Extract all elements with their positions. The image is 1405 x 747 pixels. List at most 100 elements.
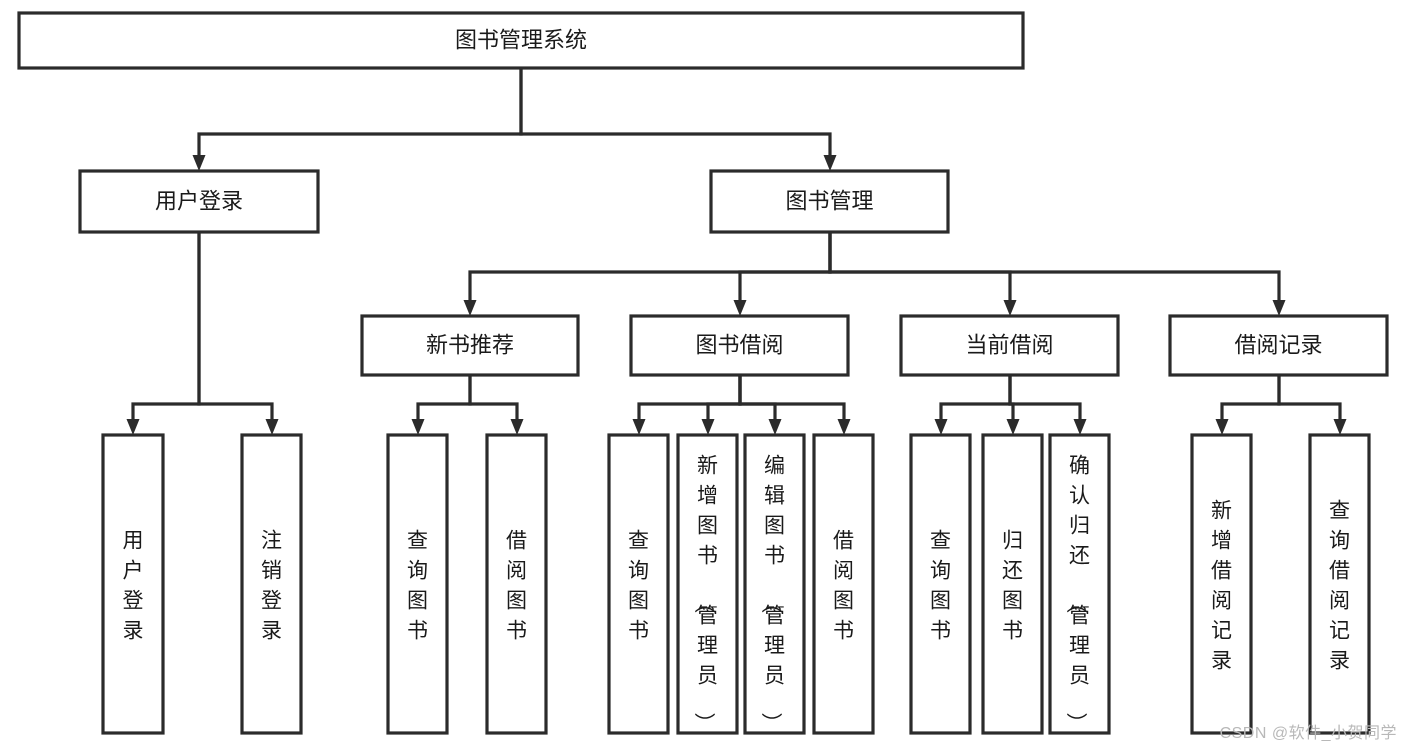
arrow-head-icon <box>1073 419 1087 435</box>
node-box-leaf-confirm-return[interactable] <box>1048 433 1111 735</box>
node-box-leaf-query-book-1[interactable] <box>386 433 449 735</box>
node-label-leaf-query-record: 查询借阅记录 <box>1329 499 1350 672</box>
connector-line <box>828 232 1012 302</box>
node-box-leaf-query-book-3[interactable] <box>909 433 972 735</box>
edge-current-borrow-to-leaf-query-book-3 <box>934 375 1012 435</box>
node-book-borrow[interactable]: 图书借阅 <box>629 314 850 377</box>
node-box-book-manage[interactable] <box>709 169 950 234</box>
node-label-leaf-borrow-book-2: 借阅图书 <box>833 529 854 642</box>
node-leaf-query-book-2[interactable]: 查询图书 <box>607 433 670 735</box>
node-label-leaf-logout: 注销登录 <box>261 529 282 642</box>
arrow-head-icon <box>632 419 646 435</box>
node-box-leaf-logout[interactable] <box>240 433 303 735</box>
node-label-current-borrow: 当前借阅 <box>965 332 1053 357</box>
edge-user-login-to-leaf-user-login <box>126 232 201 435</box>
node-leaf-confirm-return[interactable]: 确认归还（管理员） <box>1048 433 1111 735</box>
node-layer: 图书管理系统用户登录图书管理新书推荐图书借阅当前借阅借阅记录用户登录注销登录查询… <box>17 11 1389 735</box>
edge-book-manage-to-book-borrow <box>733 232 832 316</box>
node-user-login[interactable]: 用户登录 <box>78 169 320 234</box>
node-box-borrow-record[interactable] <box>1168 314 1389 377</box>
node-leaf-add-record[interactable]: 新增借阅记录 <box>1190 433 1253 735</box>
edge-user-login-to-leaf-logout <box>197 232 279 435</box>
node-label-leaf-return-book: 归还图书 <box>1002 529 1023 642</box>
node-box-current-borrow[interactable] <box>899 314 1120 377</box>
node-book-manage[interactable]: 图书管理 <box>709 169 950 234</box>
node-box-book-borrow[interactable] <box>629 314 850 377</box>
node-label-leaf-edit-book: 编辑图书（管理员） <box>759 454 785 733</box>
node-box-root[interactable] <box>17 11 1025 70</box>
node-leaf-add-book[interactable]: 新增图书（管理员） <box>676 433 739 735</box>
node-box-leaf-user-login[interactable] <box>101 433 165 735</box>
node-label-new-book-rec: 新书推荐 <box>426 332 514 357</box>
node-leaf-query-record[interactable]: 查询借阅记录 <box>1308 433 1371 735</box>
connector-line <box>1220 375 1281 421</box>
node-leaf-query-book-1[interactable]: 查询图书 <box>386 433 449 735</box>
arrow-head-icon <box>733 300 747 316</box>
node-leaf-borrow-book-1[interactable]: 借阅图书 <box>485 433 548 735</box>
node-box-leaf-query-record[interactable] <box>1308 433 1371 735</box>
arrow-head-icon <box>768 419 782 435</box>
node-box-leaf-edit-book[interactable] <box>743 433 806 735</box>
node-label-user-login: 用户登录 <box>155 188 243 213</box>
node-box-leaf-borrow-book-1[interactable] <box>485 433 548 735</box>
node-label-borrow-record: 借阅记录 <box>1234 332 1322 357</box>
node-box-leaf-query-book-2[interactable] <box>607 433 670 735</box>
connector-line <box>131 232 201 421</box>
arrow-head-icon <box>265 419 279 435</box>
edge-book-manage-to-new-book-rec <box>463 232 832 316</box>
edge-book-manage-to-borrow-record <box>828 232 1286 316</box>
edge-layer <box>126 68 1347 435</box>
arrow-head-icon <box>1006 419 1020 435</box>
connector-line <box>738 375 777 421</box>
node-leaf-user-login[interactable]: 用户登录 <box>101 433 165 735</box>
edge-book-manage-to-current-borrow <box>828 232 1017 316</box>
arrow-head-icon <box>1215 419 1229 435</box>
connector-line <box>738 232 832 302</box>
connector-line <box>197 232 274 421</box>
node-label-leaf-confirm-return: 确认归还（管理员） <box>1064 454 1090 733</box>
node-box-leaf-borrow-book-2[interactable] <box>812 433 875 735</box>
connector-line <box>738 375 846 421</box>
node-label-leaf-query-book-1: 查询图书 <box>407 529 428 642</box>
node-label-leaf-borrow-book-1: 借阅图书 <box>506 529 527 642</box>
node-label-leaf-query-book-3: 查询图书 <box>930 529 951 642</box>
node-borrow-record[interactable]: 借阅记录 <box>1168 314 1389 377</box>
node-label-leaf-user-login: 用户登录 <box>123 529 144 642</box>
edge-book-borrow-to-leaf-borrow-book-2 <box>738 375 851 435</box>
connector-line <box>197 68 523 157</box>
connector-line <box>828 232 1281 302</box>
node-label-leaf-add-record: 新增借阅记录 <box>1211 499 1232 672</box>
arrow-head-icon <box>1272 300 1286 316</box>
arrow-head-icon <box>823 155 837 171</box>
node-box-user-login[interactable] <box>78 169 320 234</box>
node-label-root: 图书管理系统 <box>455 27 587 52</box>
connector-line <box>1008 375 1082 421</box>
node-box-new-book-rec[interactable] <box>360 314 580 377</box>
node-leaf-query-book-3[interactable]: 查询图书 <box>909 433 972 735</box>
arrow-head-icon <box>1333 419 1347 435</box>
arrow-head-icon <box>1003 300 1017 316</box>
edge-current-borrow-to-leaf-confirm-return <box>1008 375 1087 435</box>
node-leaf-borrow-book-2[interactable]: 借阅图书 <box>812 433 875 735</box>
node-box-leaf-add-book[interactable] <box>676 433 739 735</box>
arrow-head-icon <box>837 419 851 435</box>
node-new-book-rec[interactable]: 新书推荐 <box>360 314 580 377</box>
node-root[interactable]: 图书管理系统 <box>17 11 1025 70</box>
node-box-leaf-return-book[interactable] <box>981 433 1044 735</box>
arrow-head-icon <box>463 300 477 316</box>
node-leaf-edit-book[interactable]: 编辑图书（管理员） <box>743 433 806 735</box>
node-label-leaf-query-book-2: 查询图书 <box>628 529 649 642</box>
node-box-leaf-add-record[interactable] <box>1190 433 1253 735</box>
edge-new-book-rec-to-leaf-borrow-book-1 <box>468 375 524 435</box>
connector-line <box>637 375 742 421</box>
node-label-book-manage: 图书管理 <box>785 188 873 213</box>
edge-book-borrow-to-leaf-add-book <box>701 375 742 435</box>
edge-borrow-record-to-leaf-add-record <box>1215 375 1281 435</box>
node-label-book-borrow: 图书借阅 <box>695 332 783 357</box>
node-leaf-return-book[interactable]: 归还图书 <box>981 433 1044 735</box>
arrow-head-icon <box>126 419 140 435</box>
edge-root-to-book-manage <box>519 68 837 171</box>
node-leaf-logout[interactable]: 注销登录 <box>240 433 303 735</box>
node-current-borrow[interactable]: 当前借阅 <box>899 314 1120 377</box>
